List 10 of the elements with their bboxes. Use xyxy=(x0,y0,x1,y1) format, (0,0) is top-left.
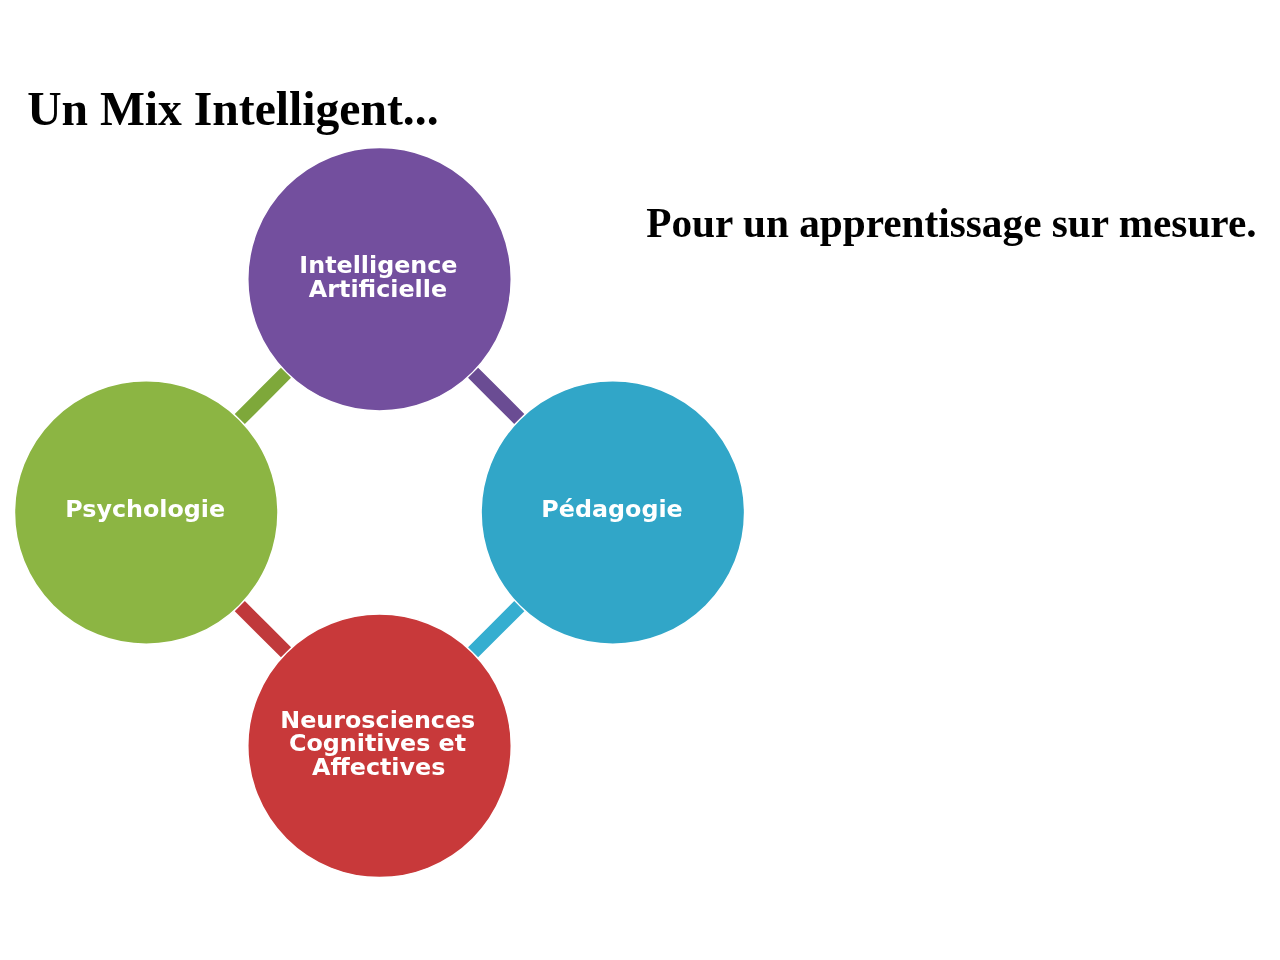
diagram-title: Un Mix Intelligent... xyxy=(27,83,439,136)
connector xyxy=(468,601,525,658)
node-circle: Neurosciences Cognitives et Affectives xyxy=(246,613,513,879)
connector xyxy=(234,601,292,658)
connector xyxy=(234,367,291,425)
node-circle: Intelligence Artificielle xyxy=(246,146,513,412)
node-circle: Pédagogie xyxy=(480,379,746,646)
caption: Pour un apprentissage sur mesure. xyxy=(646,199,1257,246)
node-circle: Psychologie xyxy=(13,379,279,646)
connector xyxy=(468,367,525,425)
